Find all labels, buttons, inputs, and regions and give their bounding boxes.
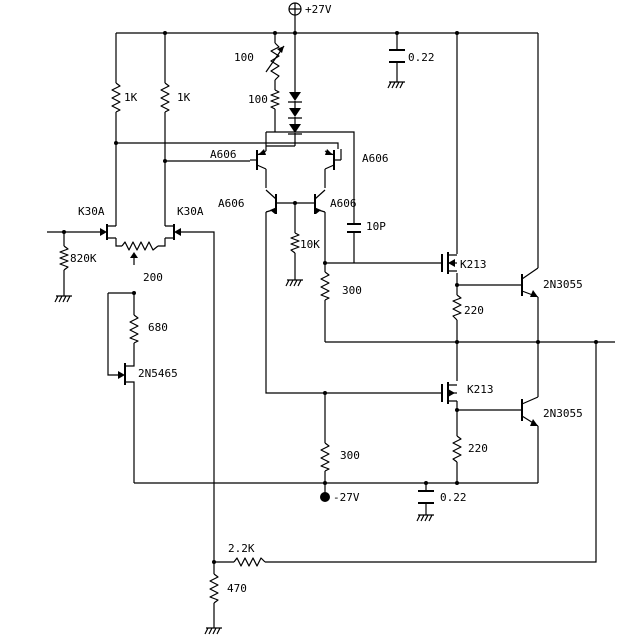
label-a606-bottom-left: A606 (218, 197, 245, 210)
label-c-bottom: 0.22 (440, 491, 467, 504)
label-r-trim: 100 (234, 51, 254, 64)
label-r-1k-right: 1K (177, 91, 191, 104)
mosfet-k213-bottom (441, 382, 457, 404)
pot-wiper-arrow (130, 252, 138, 258)
labels: +27V -27V 100 100 0.22 1K 1K A606 A606 A… (70, 3, 583, 595)
bjt-a606-bottom-right (314, 189, 326, 214)
diode-3 (289, 124, 301, 133)
label-negative-rail: -27V (333, 491, 360, 504)
label-k30a-left: K30A (78, 205, 105, 218)
jfet-k30a-left (100, 224, 116, 240)
label-k213-top: K213 (460, 258, 487, 271)
ground-icon (54, 295, 72, 303)
jfet-2n5465 (118, 360, 135, 387)
label-k30a-right: K30A (177, 205, 204, 218)
label-c-10p: 10P (366, 220, 386, 233)
resistor-100 (270, 89, 280, 110)
label-r-2-2k: 2.2K (228, 542, 255, 555)
ground-icon (416, 514, 434, 522)
resistor-300-bottom (320, 442, 330, 472)
label-pot-200: 200 (143, 271, 163, 284)
ground-icon (387, 81, 405, 89)
label-2n5465: 2N5465 (138, 367, 178, 380)
wires (47, 15, 615, 628)
label-r-300-bottom: 300 (340, 449, 360, 462)
mosfet-k213-top (441, 252, 457, 274)
transistors (100, 149, 539, 427)
resistor-1k-left (111, 82, 121, 113)
diode-1 (289, 92, 301, 101)
potentiometer-200 (121, 241, 159, 251)
bjt-a606-bottom-left (265, 189, 277, 214)
capacitor-0-22-bottom (418, 490, 434, 504)
label-k213-bottom: K213 (467, 383, 494, 396)
label-2n3055-top: 2N3055 (543, 278, 583, 291)
capacitors (347, 49, 434, 504)
trimmer-arrow-head (277, 46, 284, 53)
label-c-top: 0.22 (408, 51, 435, 64)
resistor-680 (129, 314, 139, 344)
label-a606-top-left: A606 (210, 148, 237, 161)
label-a606-bottom-right: A606 (330, 197, 357, 210)
resistor-10k (290, 232, 300, 254)
label-positive-rail: +27V (305, 3, 332, 16)
resistor-100-trim (270, 42, 280, 81)
grounds (54, 81, 434, 635)
resistor-220-bottom (452, 435, 462, 463)
jfet-k30a-right (165, 224, 181, 240)
ground-icon (204, 627, 222, 635)
resistors (59, 42, 462, 604)
positive-rail-terminal-icon (288, 2, 302, 16)
ground-icon (285, 279, 303, 287)
label-r-220-top: 220 (464, 304, 484, 317)
junctions (62, 31, 598, 564)
capacitor-10p (347, 223, 361, 233)
bjt-a606-top-left (250, 149, 267, 170)
label-r-470: 470 (227, 582, 247, 595)
bjt-2n3055-bottom (521, 396, 539, 427)
label-r-10k: 10K (300, 238, 320, 251)
label-r-1k-left: 1K (124, 91, 138, 104)
resistor-470 (209, 573, 219, 604)
resistor-220-top (452, 294, 462, 321)
diode-2 (289, 108, 301, 117)
label-r-220-bottom: 220 (468, 442, 488, 455)
resistor-2-2k (233, 557, 266, 567)
resistor-300-top (320, 271, 330, 301)
diodes (288, 92, 302, 140)
label-r-300-top: 300 (342, 284, 362, 297)
label-a606-top-right: A606 (362, 152, 389, 165)
capacitor-0-22-top (389, 49, 405, 63)
label-2n3055-bottom: 2N3055 (543, 407, 583, 420)
label-r-820k: 820K (70, 252, 97, 265)
negative-rail-terminal-icon (320, 492, 330, 502)
resistor-1k-right (160, 82, 170, 113)
bjt-a606-top-right (324, 149, 342, 170)
label-r-680: 680 (148, 321, 168, 334)
resistor-820k (59, 245, 69, 271)
label-r-100: 100 (248, 93, 268, 106)
bjt-2n3055-top (521, 267, 539, 298)
